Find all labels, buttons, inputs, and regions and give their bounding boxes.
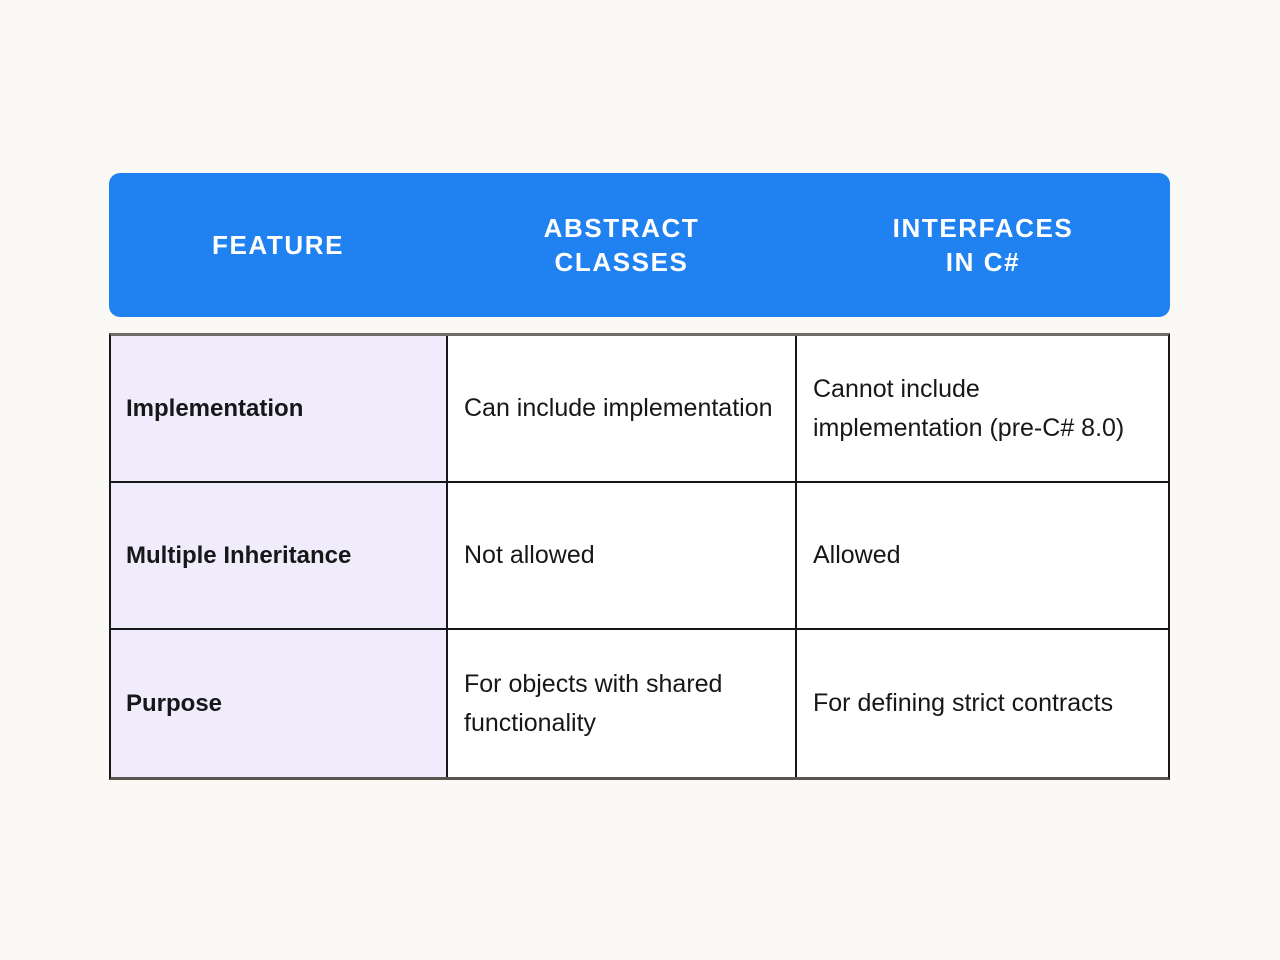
cell-interfaces: Cannot include implementation (pre-C# 8.…	[797, 336, 1168, 481]
table-row: Purpose For objects with shared function…	[111, 630, 1168, 777]
cell-text: Can include implementation	[464, 394, 773, 423]
cell-interfaces: For defining strict contracts	[797, 630, 1168, 777]
cell-feature-name: Implementation	[111, 336, 448, 481]
cell-text: Not allowed	[464, 541, 595, 570]
cell-feature-name: Purpose	[111, 630, 448, 777]
comparison-table: FEATURE ABSTRACT CLASSES INTERFACES IN C…	[109, 173, 1170, 780]
cell-abstract-classes: Not allowed	[448, 483, 797, 628]
table-row: Implementation Can include implementatio…	[111, 336, 1168, 483]
cell-text: For defining strict contracts	[813, 689, 1114, 718]
table-header-row: FEATURE ABSTRACT CLASSES INTERFACES IN C…	[109, 173, 1170, 317]
cell-text: Multiple Inheritance	[126, 541, 352, 569]
cell-feature-name: Multiple Inheritance	[111, 483, 448, 628]
cell-abstract-classes: For objects with shared functionality	[448, 630, 797, 777]
cell-text: For objects with shared functionality	[464, 669, 723, 737]
table-row: Multiple Inheritance Not allowed Allowed	[111, 483, 1168, 630]
table-body: Implementation Can include implementatio…	[109, 333, 1170, 780]
cell-text: Cannot include implementation (pre-C# 8.…	[813, 374, 1125, 442]
cell-text: Implementation	[126, 394, 304, 422]
cell-interfaces: Allowed	[797, 483, 1168, 628]
cell-abstract-classes: Can include implementation	[448, 336, 797, 481]
cell-text: Allowed	[813, 541, 901, 570]
cell-text: Purpose	[126, 689, 223, 717]
column-header-interfaces-in-csharp: INTERFACES IN C#	[892, 212, 1074, 277]
column-header-abstract-classes: ABSTRACT CLASSES	[543, 212, 700, 277]
column-header-feature: FEATURE	[211, 229, 345, 260]
